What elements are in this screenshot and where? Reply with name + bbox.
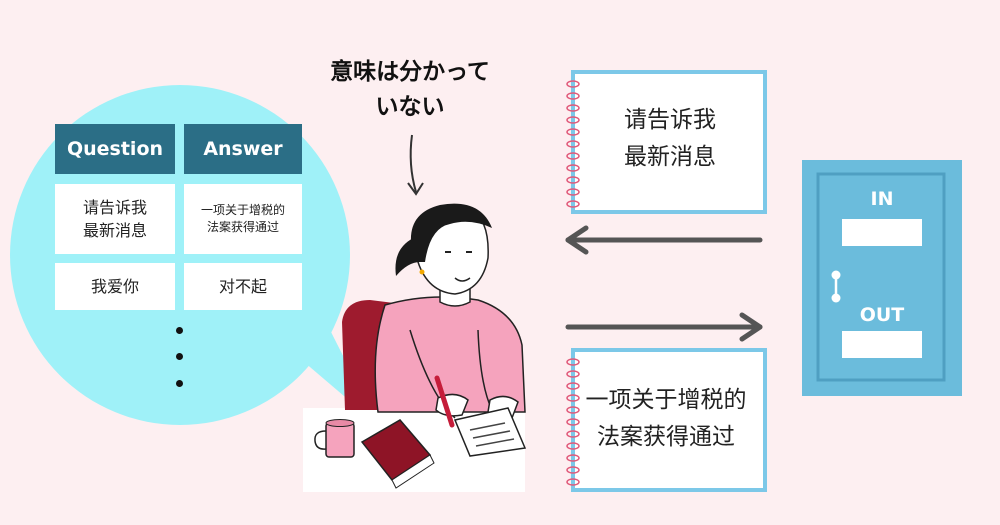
output-note	[566, 348, 767, 492]
in-slot	[842, 219, 922, 246]
shirt	[374, 296, 526, 413]
question-text-1: 请告诉我 最新消息	[82, 197, 147, 240]
paper	[453, 407, 527, 457]
question-text-2: 我爱你	[90, 276, 139, 296]
answer-header: Answer	[184, 124, 302, 174]
person-illustration	[303, 203, 527, 492]
answer-cell-2: 对不起	[184, 263, 302, 310]
answer-cell-1: 一项关于增税的 法案获得通过	[184, 184, 302, 254]
book	[360, 419, 435, 489]
input-note-text: 请告诉我 最新消息	[624, 107, 716, 170]
thought-arrow	[407, 134, 424, 196]
door-out-label: OUT	[859, 304, 905, 326]
question-cell-1: 请告诉我 最新消息	[55, 184, 175, 254]
input-note	[566, 70, 767, 214]
earring	[419, 269, 425, 275]
ellipsis-dot	[176, 327, 183, 334]
door-in-label: IN	[870, 188, 894, 210]
door	[802, 160, 962, 396]
left-arrow	[565, 225, 763, 255]
pen	[434, 375, 455, 428]
out-slot	[842, 331, 922, 358]
door-hinge-bottom	[831, 293, 841, 303]
question-header: Question	[55, 124, 175, 174]
answer-text-1: 一项关于增税的 法案获得通过	[200, 202, 285, 234]
ellipsis-dot	[176, 380, 183, 387]
output-note-text: 一项关于增税的 法案获得通过	[585, 387, 747, 450]
thought-text: 意味は分かって いない	[330, 59, 490, 120]
mug	[314, 419, 355, 458]
hair	[410, 203, 492, 262]
door-hinge-top	[831, 270, 841, 280]
right-arrow	[565, 312, 763, 342]
question-cell-2: 我爱你	[55, 263, 175, 310]
answer-text-2: 对不起	[218, 276, 267, 296]
ellipsis-dot	[176, 353, 183, 360]
ponytail	[395, 236, 420, 276]
